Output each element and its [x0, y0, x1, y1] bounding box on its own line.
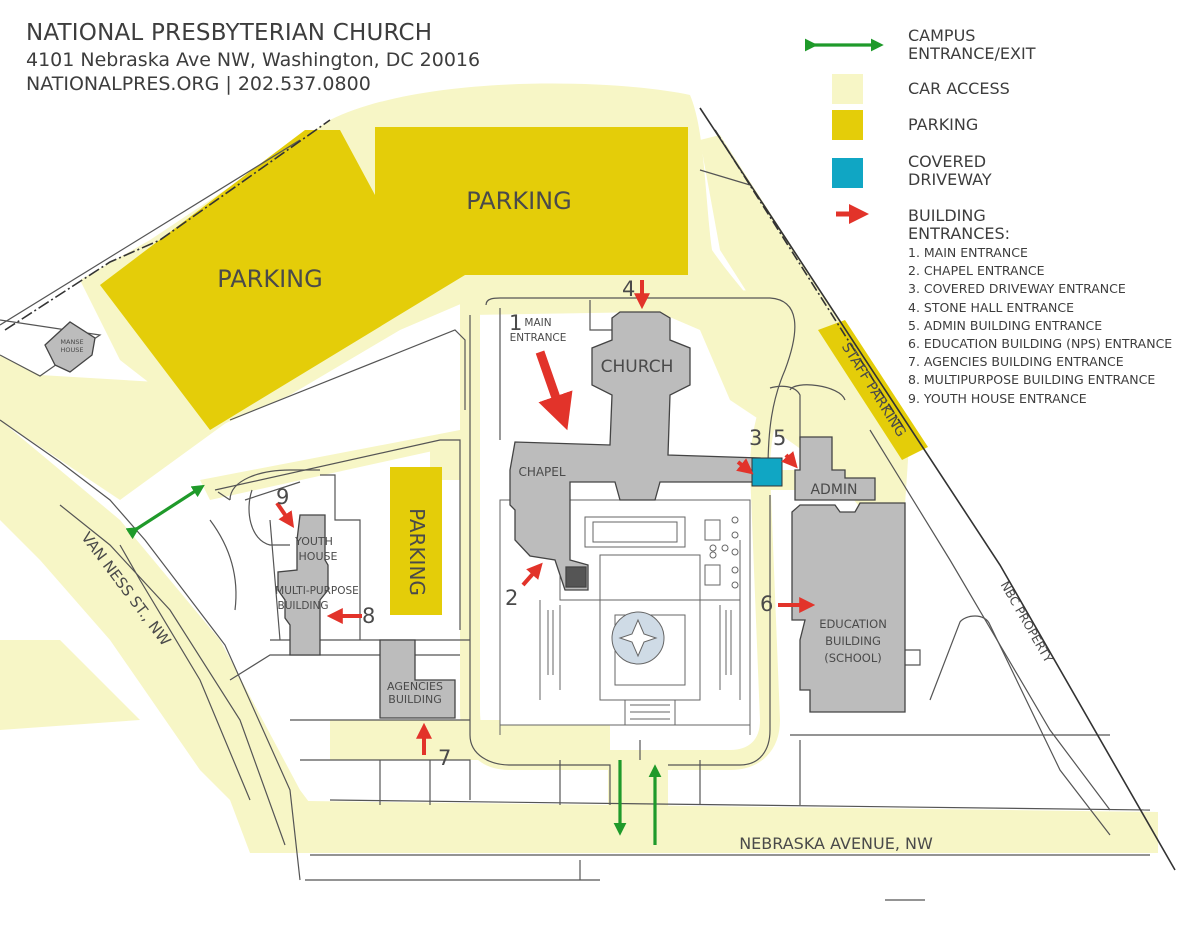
- arrow-main-entrance: [535, 350, 573, 431]
- buildings: [44, 311, 906, 719]
- label-parking-small: PARKING: [405, 508, 429, 596]
- legend-parking-swatch: [832, 110, 863, 140]
- legend-entrance-item: 9. YOUTH HOUSE ENTRANCE: [908, 390, 1087, 406]
- label-agencies-2: BUILDING: [388, 693, 441, 706]
- parking-lot-small: [390, 467, 442, 615]
- legend-entrance-item: 7. AGENCIES BUILDING ENTRANCE: [908, 354, 1124, 370]
- legend-entrance-list: 1. MAIN ENTRANCE 2. CHAPEL ENTRANCE 3. C…: [908, 244, 1172, 408]
- label-chapel: CHAPEL: [518, 465, 565, 479]
- arrow-youth-entrance: [275, 501, 295, 528]
- legend-campus-entrance-label: CAMPUS ENTRANCE/EXIT: [908, 26, 1036, 63]
- arrow-van-ness-entrance: [125, 484, 205, 540]
- manse-house-building: [44, 321, 96, 373]
- label-admin: ADMIN: [810, 482, 857, 498]
- label-education-3: (SCHOOL): [824, 651, 881, 665]
- entrance-number-8: 8: [362, 604, 375, 628]
- legend-covered-driveway-label: COVERED DRIVEWAY: [908, 152, 992, 189]
- label-parking-west: PARKING: [217, 265, 322, 293]
- entrance-number-5: 5: [773, 426, 786, 450]
- agencies-building: [379, 639, 456, 719]
- label-nebraska: NEBRASKA AVENUE, NW: [739, 834, 933, 853]
- church-address: 4101 Nebraska Ave NW, Washington, DC 200…: [26, 49, 481, 71]
- education-building: [791, 502, 906, 713]
- legend-entrance-item: 8. MULTIPURPOSE BUILDING ENTRANCE: [908, 372, 1156, 388]
- covered-driveway: [751, 457, 783, 487]
- legend-swatches: [804, 38, 884, 224]
- label-main-entrance-2: ENTRANCE: [510, 332, 567, 344]
- legend-entrance-item: 2. CHAPEL ENTRANCE: [908, 263, 1045, 279]
- church-title: NATIONAL PRESBYTERIAN CHURCH: [26, 20, 433, 46]
- entrance-number-6: 6: [760, 592, 773, 616]
- label-multi-1: MULTI-PURPOSE: [275, 585, 359, 597]
- arrow-covered-driveway-entrance: [736, 458, 754, 475]
- legend-entrance-item: 6. EDUCATION BUILDING (NPS) ENTRANCE: [908, 336, 1173, 352]
- label-education-2: BUILDING: [825, 634, 881, 648]
- legend-entrance-item: 1. MAIN ENTRANCE: [908, 245, 1028, 260]
- entrance-number-1: 1: [509, 311, 522, 335]
- legend-entrance-item: 5. ADMIN BUILDING ENTRANCE: [908, 317, 1103, 333]
- label-youth-1: YOUTH: [294, 535, 333, 548]
- admin-building: [794, 436, 876, 501]
- campus-arrows: [125, 484, 662, 845]
- youth-house-building: [277, 514, 329, 656]
- parking-areas: [100, 127, 928, 615]
- label-church: CHURCH: [601, 357, 674, 377]
- church-building: [509, 311, 761, 591]
- label-education-1: EDUCATION: [819, 617, 887, 631]
- church-courtyard: [499, 499, 751, 735]
- entrance-number-9: 9: [276, 485, 289, 509]
- staff-parking-lot: [818, 320, 928, 460]
- chapel-tower: [565, 566, 587, 588]
- label-parking-north: PARKING: [466, 187, 571, 215]
- label-nbc: NBC PROPERTY: [998, 579, 1056, 666]
- legend-entrance-item: 4. STONE HALL ENTRANCE: [908, 299, 1074, 315]
- legend-covered-driveway-swatch: [832, 158, 863, 188]
- label-youth-2: HOUSE: [299, 550, 338, 563]
- entrance-number-4: 4: [622, 277, 635, 301]
- entrance-number-2: 2: [505, 586, 518, 610]
- legend-car-access-swatch: [832, 74, 863, 104]
- church-website-phone: NATIONALPRES.ORG | 202.537.0800: [26, 73, 371, 95]
- entrance-arrows: [275, 280, 816, 755]
- label-main-entrance-1: MAIN: [524, 317, 551, 329]
- legend-building-entrances-label: BUILDING ENTRANCES:: [908, 206, 1011, 243]
- label-agencies-1: AGENCIES: [387, 680, 443, 693]
- entrance-number-7: 7: [438, 746, 451, 770]
- parking-lot-north-west: [100, 127, 688, 430]
- fountain: [611, 611, 665, 665]
- legend-entrance-item: 3. COVERED DRIVEWAY ENTRANCE: [908, 281, 1126, 297]
- arrow-chapel-entrance: [521, 562, 543, 587]
- entrance-number-3: 3: [749, 426, 762, 450]
- legend-parking-label: PARKING: [908, 115, 979, 134]
- label-manse-2: HOUSE: [61, 346, 84, 354]
- arrow-admin-entrance: [781, 451, 798, 469]
- legend-car-access-label: CAR ACCESS: [908, 79, 1010, 98]
- label-manse-1: MANSE: [60, 338, 83, 346]
- label-multi-2: BUILDING: [277, 600, 328, 612]
